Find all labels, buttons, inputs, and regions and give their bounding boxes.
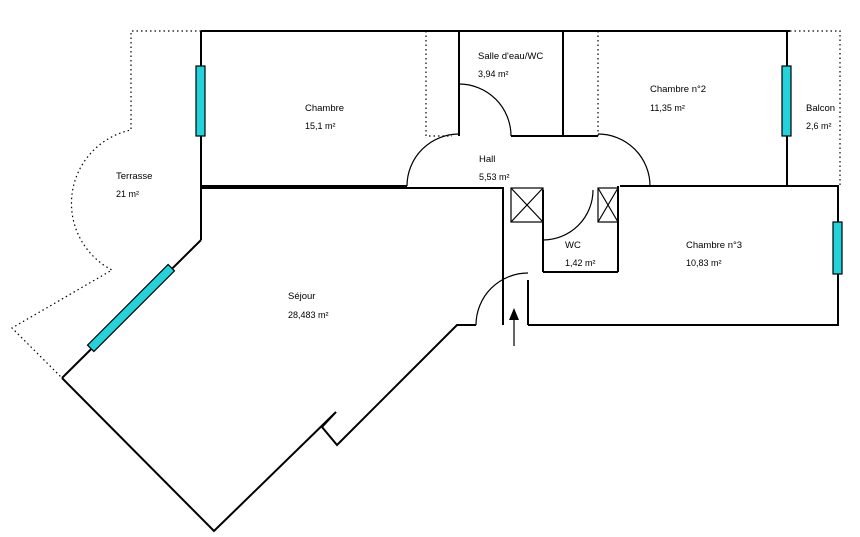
room-name-chambre-2: Chambre n°2 bbox=[650, 84, 706, 95]
exterior-wall-sejour-south bbox=[61, 324, 476, 533]
door-entry bbox=[475, 272, 529, 326]
door-salle-eau bbox=[458, 83, 512, 137]
room-name-sejour: Séjour bbox=[288, 291, 315, 302]
window-chambre-2 bbox=[781, 65, 792, 137]
shaft-wc bbox=[597, 187, 619, 223]
room-labels: Terrasse 21 m² Chambre 15,1 m² Salle d'e… bbox=[116, 51, 835, 320]
room-area-hall: 5,53 m² bbox=[479, 172, 510, 182]
room-area-chambre-2: 11,35 m² bbox=[650, 103, 685, 113]
window-chambre bbox=[195, 65, 206, 137]
room-area-balcon: 2,6 m² bbox=[806, 121, 832, 131]
dressing-chambre-outline bbox=[425, 31, 452, 137]
walls bbox=[61, 30, 839, 533]
door-chambre bbox=[406, 133, 460, 187]
doors bbox=[406, 83, 651, 326]
window-sejour bbox=[86, 263, 176, 353]
room-area-chambre-3: 10,83 m² bbox=[686, 258, 722, 268]
door-chambre-2 bbox=[597, 133, 651, 187]
entry-arrow-icon bbox=[509, 308, 519, 346]
room-name-chambre-3: Chambre n°3 bbox=[686, 240, 742, 251]
room-name-terrasse: Terrasse bbox=[116, 171, 152, 182]
room-area-wc: 1,42 m² bbox=[565, 258, 596, 268]
door-wc bbox=[542, 189, 594, 241]
room-name-hall: Hall bbox=[479, 154, 495, 165]
windows bbox=[86, 65, 843, 353]
room-area-chambre: 15,1 m² bbox=[305, 121, 336, 131]
room-area-terrasse: 21 m² bbox=[116, 189, 139, 199]
window-chambre-3 bbox=[832, 221, 843, 275]
room-name-chambre: Chambre bbox=[305, 103, 344, 114]
shafts bbox=[510, 187, 619, 223]
room-name-wc: WC bbox=[565, 240, 581, 251]
balcon-outline bbox=[790, 30, 841, 186]
shaft-hall bbox=[510, 187, 544, 223]
room-name-balcon: Balcon bbox=[806, 103, 835, 114]
wall-sejour-north bbox=[201, 187, 504, 325]
exterior-wall-east-lower bbox=[528, 185, 839, 326]
room-area-sejour: 28,483 m² bbox=[288, 310, 329, 320]
room-area-salle-eau: 3,94 m² bbox=[478, 69, 509, 79]
room-name-salle-eau: Salle d'eau/WC bbox=[478, 51, 543, 62]
terrasse-outline bbox=[11, 30, 201, 379]
